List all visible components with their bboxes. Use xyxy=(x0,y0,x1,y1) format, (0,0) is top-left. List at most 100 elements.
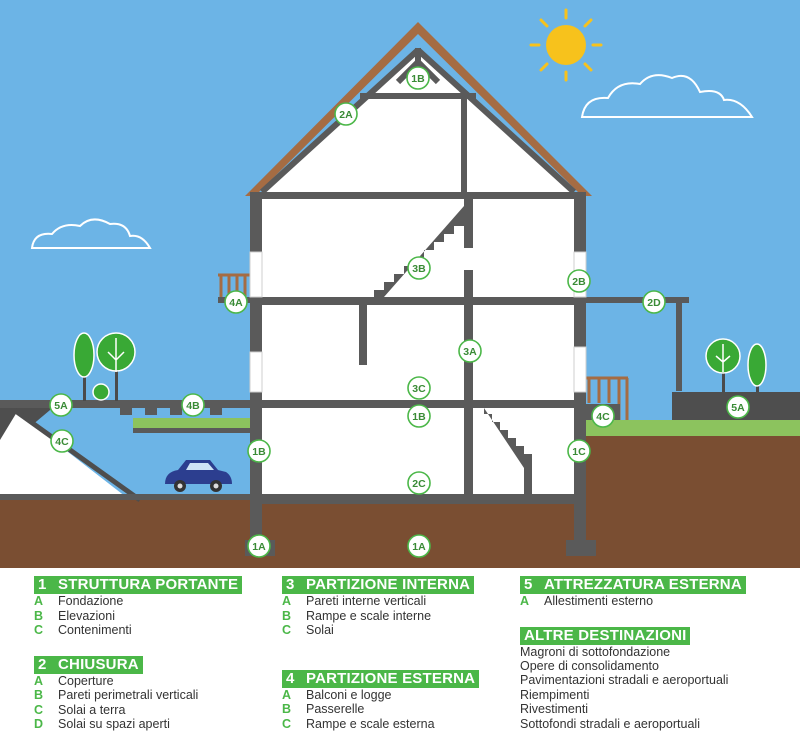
label-2A: 2A xyxy=(334,102,358,126)
tree-icon xyxy=(747,343,767,392)
label-4B: 4B xyxy=(181,393,205,417)
section-number: 2 xyxy=(38,655,47,673)
svg-text:5A: 5A xyxy=(731,402,745,414)
label-1B-floor: 1B xyxy=(407,404,431,428)
svg-text:1B: 1B xyxy=(412,411,426,423)
section-number: 5 xyxy=(524,576,533,593)
garden-roof xyxy=(133,418,255,428)
label-3B: 3B xyxy=(407,256,431,280)
svg-text:5A: 5A xyxy=(54,400,68,412)
legend-item: Sottofondi stradali e aeroportuali xyxy=(520,716,700,731)
label-5A-right: 5A xyxy=(726,395,750,419)
label-2D: 2D xyxy=(642,290,666,314)
basement-staircase xyxy=(484,408,532,494)
attic-interior xyxy=(262,50,574,192)
cloud-icon xyxy=(30,218,152,249)
tree-icon xyxy=(705,338,741,392)
label-4C-left: 4C xyxy=(50,429,74,453)
label-1B-left: 1B xyxy=(247,439,271,463)
legend-item: Opere di consolidamento xyxy=(520,658,659,673)
svg-text:4C: 4C xyxy=(596,411,610,423)
label-4C-right: 4C xyxy=(591,404,615,428)
pergola-post xyxy=(676,303,682,391)
svg-text:2B: 2B xyxy=(572,276,586,288)
canopy-slab-left xyxy=(0,400,255,408)
section-title: STRUTTURA PORTANTE xyxy=(58,576,239,593)
svg-text:1C: 1C xyxy=(572,446,586,458)
legend-altre-destinazioni: ALTRE DESTINAZIONI Magroni di sottofonda… xyxy=(520,626,746,731)
grass-right xyxy=(585,420,800,436)
legend-item: Rivestimenti xyxy=(520,702,589,717)
section-title: CHIUSURA xyxy=(58,655,139,673)
svg-text:1A: 1A xyxy=(252,541,266,553)
svg-text:4A: 4A xyxy=(229,297,243,309)
internal-staircase xyxy=(374,206,464,297)
svg-text:2D: 2D xyxy=(647,297,661,309)
cloud-icon xyxy=(580,74,754,118)
label-3C: 3C xyxy=(407,376,431,400)
legend-item: Pavimentazioni stradali e aeroportuali xyxy=(520,673,729,688)
label-4A: 4A xyxy=(224,290,248,314)
svg-text:3C: 3C xyxy=(412,383,426,395)
section-number: 4 xyxy=(286,669,295,687)
svg-text:3A: 3A xyxy=(463,346,477,358)
label-2C: 2C xyxy=(407,471,431,495)
car-icon xyxy=(165,460,232,492)
label-1C: 1C xyxy=(567,439,591,463)
tree-icon xyxy=(73,332,95,401)
section-number: 1 xyxy=(38,576,47,593)
bush-icon xyxy=(92,383,110,401)
section-title: PARTIZIONE ESTERNA xyxy=(306,669,476,687)
svg-text:1B: 1B xyxy=(411,73,425,85)
sun-icon xyxy=(529,8,603,82)
pergola-beam xyxy=(585,297,689,303)
svg-text:1A: 1A xyxy=(412,541,426,553)
building-cross-section: 1B 2A 3B 2B 4A 2D 3A 3C xyxy=(0,0,800,568)
svg-text:2C: 2C xyxy=(412,478,426,490)
soil-right xyxy=(585,420,800,568)
label-1A-left: 1A xyxy=(247,534,271,558)
label-2B: 2B xyxy=(567,269,591,293)
svg-text:3B: 3B xyxy=(412,263,426,275)
section-title: ATTREZZATURA ESTERNA xyxy=(544,576,742,593)
label-1A-mid: 1A xyxy=(407,534,431,558)
svg-text:1B: 1B xyxy=(252,446,266,458)
section-title: PARTIZIONE INTERNA xyxy=(306,576,471,593)
svg-text:2A: 2A xyxy=(339,109,353,121)
ramp-garage xyxy=(0,407,130,500)
label-5A-left: 5A xyxy=(49,393,73,417)
section-number: 3 xyxy=(286,576,295,593)
svg-text:4B: 4B xyxy=(186,400,200,412)
legend-item: Riempimenti xyxy=(520,687,590,702)
label-1B-roof: 1B xyxy=(406,66,430,90)
label-3A: 3A xyxy=(458,339,482,363)
section-title: ALTRE DESTINAZIONI xyxy=(520,626,691,645)
tree-icon xyxy=(96,332,136,401)
svg-text:4C: 4C xyxy=(55,436,69,448)
legend-item: Magroni di sottofondazione xyxy=(520,644,671,659)
